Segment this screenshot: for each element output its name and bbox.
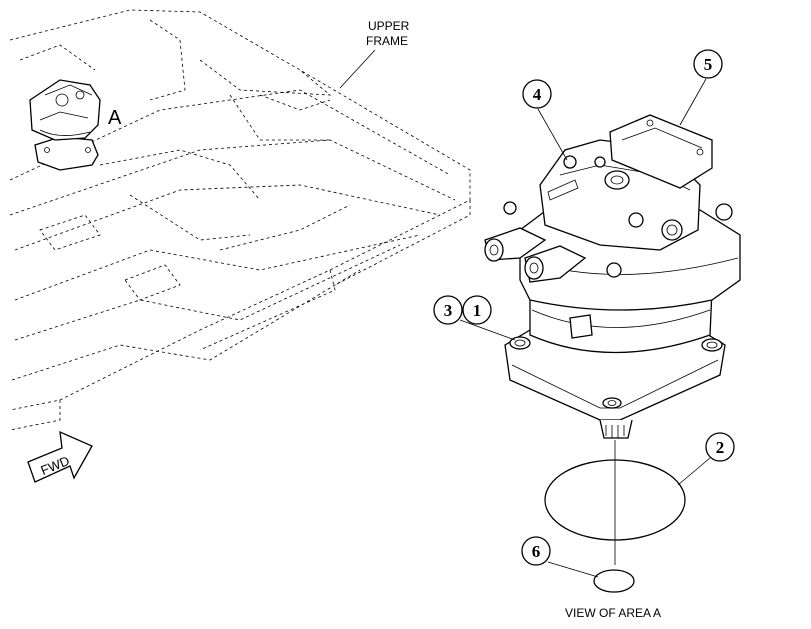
view-caption: VIEW OF AREA A [565,606,661,620]
callout-6: 6 [521,536,599,578]
snap-ring-part-6 [593,569,635,593]
callout-2-number: 2 [716,438,725,457]
upper-frame-label-line1: UPPER [368,19,410,33]
callout-2: 2 [677,432,735,486]
callout-5-number: 5 [704,55,713,74]
swing-motor-thumbnail [29,79,101,171]
callout-4: 4 [522,79,568,161]
callout-3: 3 [433,295,516,341]
callout-3-number: 3 [444,301,453,320]
area-a-marker: A [108,107,122,129]
hydraulic-fitting-1 [484,227,547,262]
hydraulic-fitting-2 [524,245,587,283]
upper-frame-drawing [9,9,471,431]
callout-1-number: 1 [473,301,482,320]
callout-4-number: 4 [533,85,542,104]
fwd-arrow: FWD [27,430,93,483]
upper-frame-label-line2: FRAME [366,34,408,48]
swing-motor-detail [484,114,741,439]
callout-5: 5 [679,49,723,126]
upper-frame-leader [339,49,376,89]
callout-1: 1 [462,295,492,325]
callout-6-number: 6 [532,542,541,561]
